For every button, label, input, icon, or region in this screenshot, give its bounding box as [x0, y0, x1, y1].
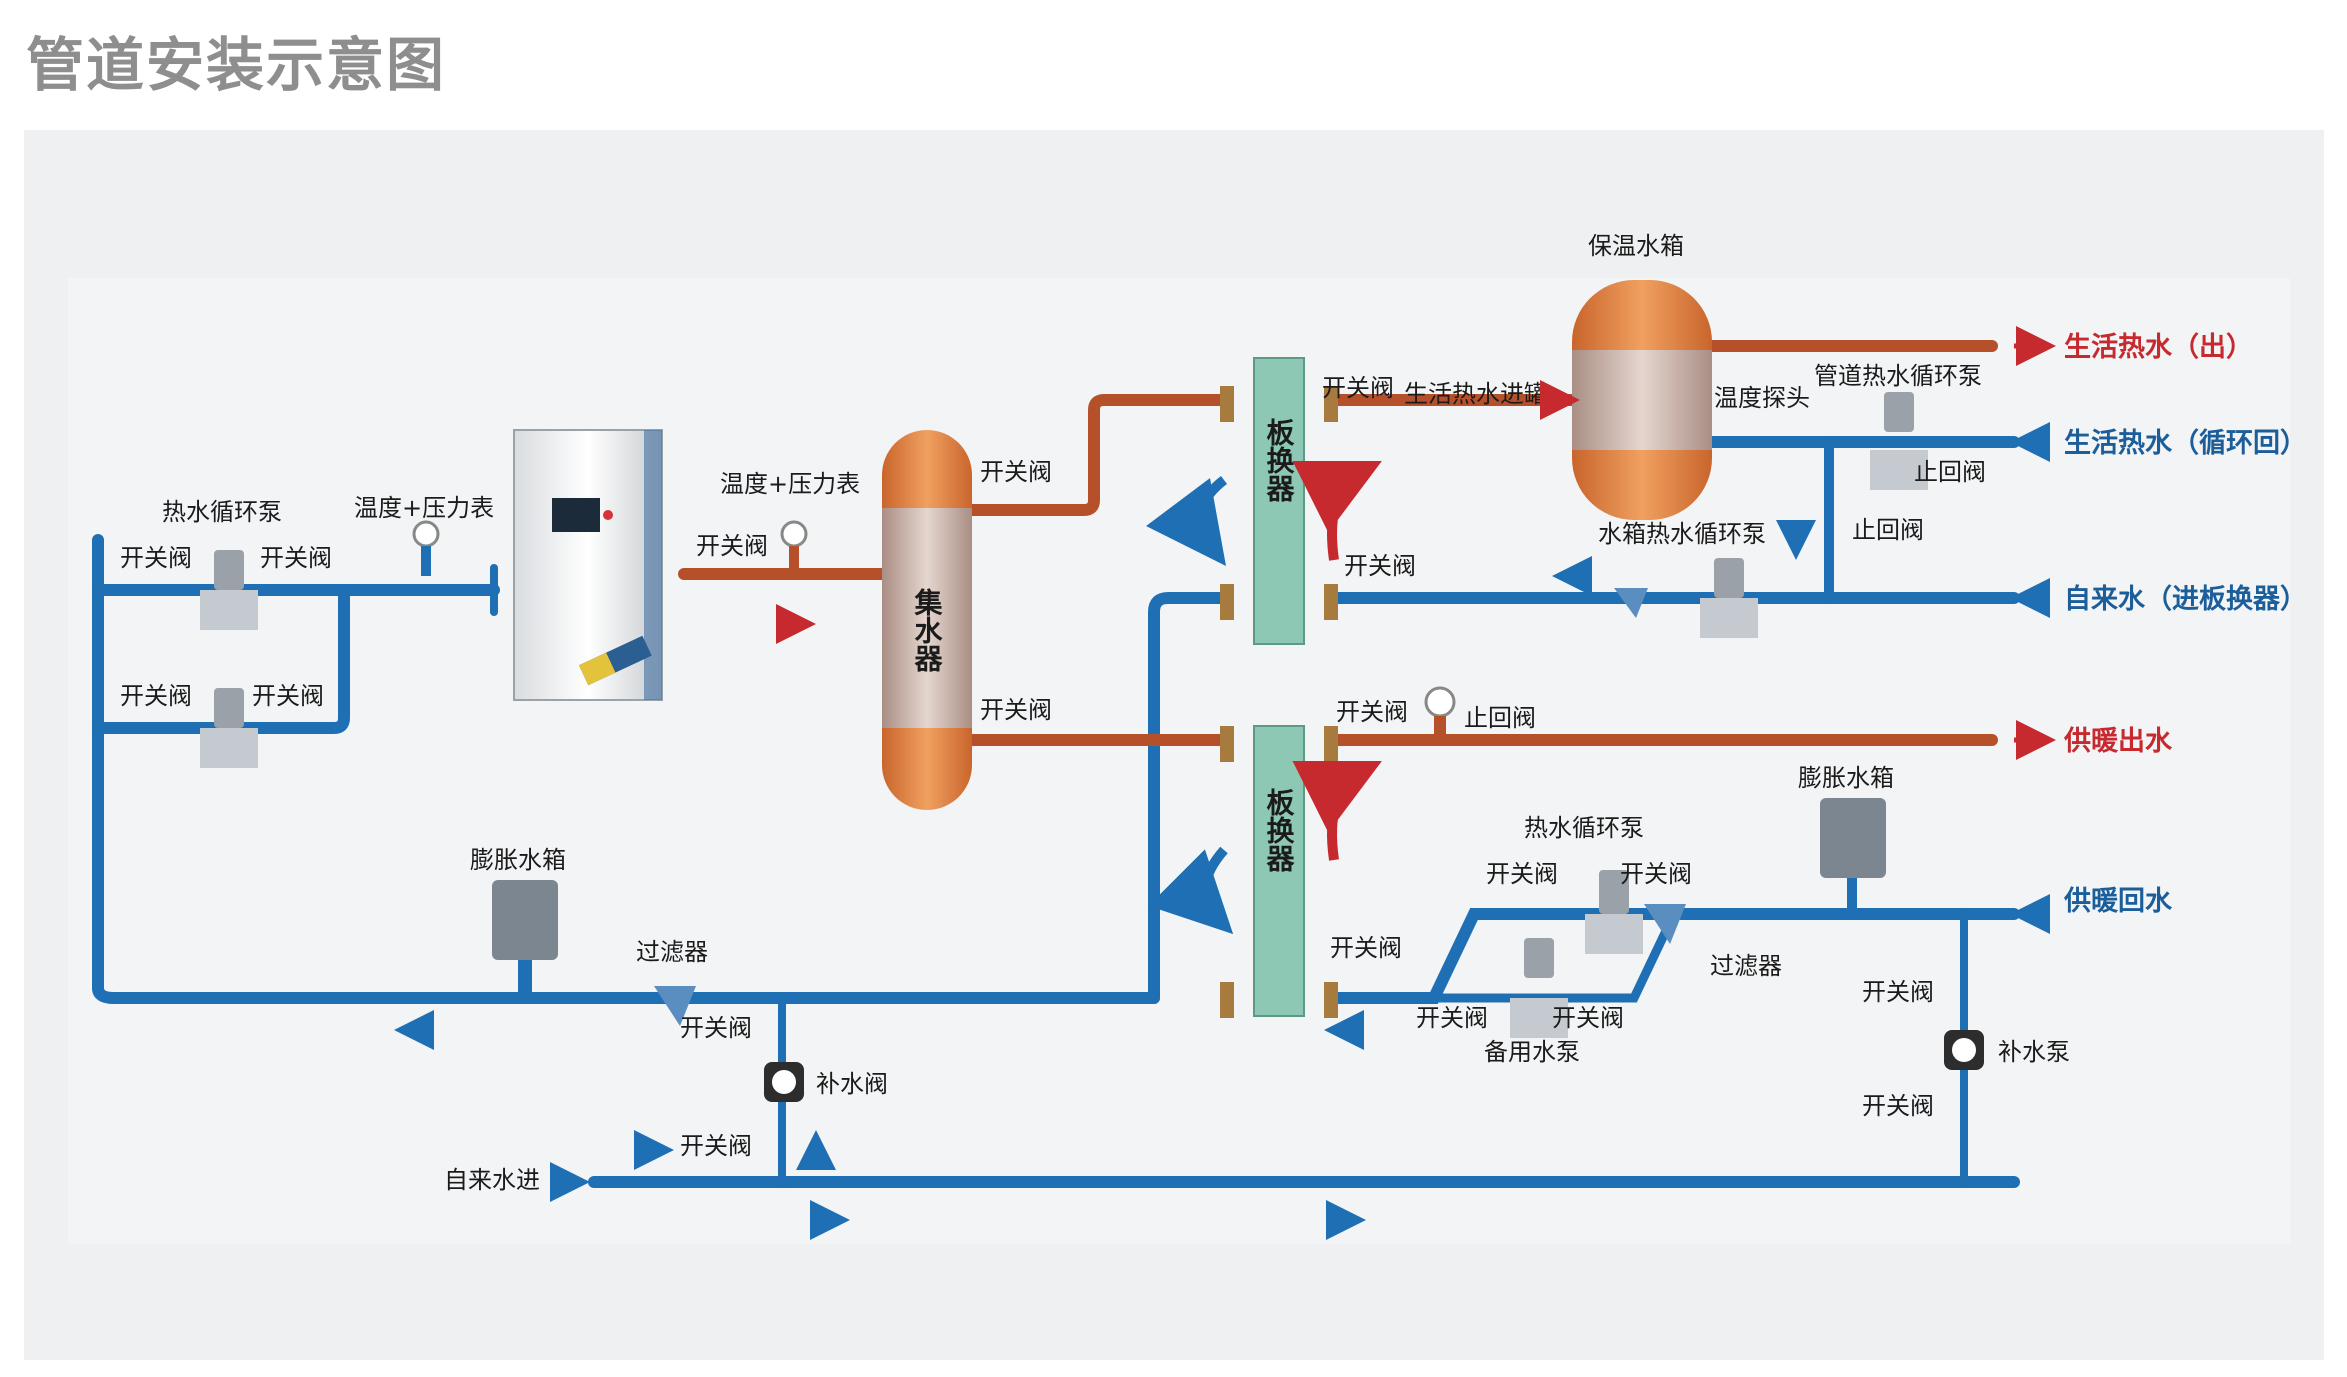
label-makeup-valve: 补水阀	[816, 1070, 888, 1098]
pump-hot-circ-2	[200, 688, 258, 768]
plate-hx-upper-label: 板换器	[1263, 418, 1296, 503]
outlet-heating-out: 供暖出水	[2063, 726, 2173, 757]
backup-pump-branch	[1429, 909, 1679, 1003]
cold-pipes	[92, 436, 2020, 1188]
riser-to-hx	[1148, 592, 1230, 1004]
label-switch-valve-b: 开关阀	[260, 544, 332, 572]
label-switch-valve-hx-top: 开关阀	[1322, 374, 1394, 402]
label-switch-valve-makeup-top: 开关阀	[1862, 978, 1934, 1006]
diagram-panel: 集水器 板换器 板换器	[24, 130, 2324, 1360]
label-switch-valve-tap: 开关阀	[680, 1132, 752, 1160]
diagram-inner-area	[68, 278, 2290, 1244]
label-hot-circ-pump-left: 热水循环泵	[162, 498, 282, 526]
boiler-control-screen	[552, 498, 600, 532]
page-title: 管道安装示意图	[26, 31, 447, 99]
label-switch-valve-pump-b: 开关阀	[1620, 860, 1692, 888]
pump-heating-circ	[1585, 870, 1643, 954]
boiler	[513, 429, 663, 701]
label-switch-valve-collector-top: 开关阀	[980, 458, 1052, 486]
pump-backup	[1510, 938, 1568, 1038]
collector-label: 集水器	[911, 588, 944, 673]
hot-pipes	[678, 340, 1998, 746]
label-switch-valve-c: 开关阀	[120, 682, 192, 710]
pump-pipe-circ	[1870, 392, 1928, 490]
label-temp-probe: 温度探头	[1714, 384, 1810, 412]
label-switch-valve-backup-a: 开关阀	[1416, 1004, 1488, 1032]
label-switch-valve-hx-tap: 开关阀	[1344, 552, 1416, 580]
heating-return-pipe	[1332, 908, 2020, 1004]
plate-hx-lower-label: 板换器	[1263, 788, 1296, 873]
label-tap-water-in: 自来水进	[444, 1166, 540, 1194]
label-switch-valve-hx-return: 开关阀	[1330, 934, 1402, 962]
label-check-valve-3: 止回阀	[1464, 704, 1536, 732]
pressure-gauge-heating	[1424, 686, 1456, 740]
pump-hot-circ-1	[200, 550, 258, 630]
label-switch-valve-hx-heat: 开关阀	[1336, 698, 1408, 726]
label-switch-valve-a: 开关阀	[120, 544, 192, 572]
label-backup-pump: 备用水泵	[1484, 1038, 1580, 1066]
label-switch-valve-collector-bottom: 开关阀	[980, 696, 1052, 724]
label-temp-pressure-boiler: 温度+压力表	[720, 470, 860, 498]
label-filter-right: 过滤器	[1710, 952, 1782, 980]
label-dhw-inlet: 生活热水进罐	[1404, 380, 1548, 408]
outlet-heating-return: 供暖回水	[2063, 886, 2173, 917]
expansion-tank-left	[492, 880, 558, 998]
piping-diagram: 集水器 板换器 板换器	[68, 232, 2307, 1244]
label-switch-valve-pump-a: 开关阀	[1486, 860, 1558, 888]
flow-arrow-red-lower	[1292, 761, 1382, 861]
label-tank-circ-pump: 水箱热水循环泵	[1598, 520, 1766, 548]
makeup-valve-device	[764, 1062, 804, 1102]
filter-tap	[1614, 588, 1648, 618]
label-pipe-circ-pump: 管道热水循环泵	[1814, 362, 1982, 390]
outlet-tap-to-hx: 自来水（进板换器）	[2064, 583, 2307, 615]
pump-tank-circ	[1700, 558, 1758, 638]
pressure-gauge-boiler	[780, 520, 808, 574]
filter-left	[654, 986, 696, 1026]
label-temp-pressure-left: 温度+压力表	[354, 494, 494, 522]
collector-tank	[882, 430, 972, 810]
pump-loop-bottom	[92, 584, 350, 734]
label-check-valve-1: 止回阀	[1914, 458, 1986, 486]
label-switch-valve-filter: 开关阀	[680, 1014, 752, 1042]
outlet-dhw-out: 生活热水（出）	[2064, 332, 2253, 363]
flow-arrow-blue-lower	[1148, 846, 1234, 935]
label-switch-valve-makeup-bottom: 开关阀	[1862, 1092, 1934, 1120]
label-makeup-pump: 补水泵	[1998, 1038, 2070, 1066]
label-switch-valve-boiler: 开关阀	[696, 532, 768, 560]
expansion-tank-right	[1820, 798, 1886, 878]
return-main-pipe	[92, 534, 1160, 1004]
label-switch-valve-backup-b: 开关阀	[1552, 1004, 1624, 1032]
makeup-pump-device	[1944, 1030, 1984, 1070]
insulated-tank	[1572, 280, 1712, 520]
collector-to-hx-top	[958, 394, 1230, 516]
label-hot-circ-pump-right: 热水循环泵	[1524, 814, 1644, 842]
label-switch-valve-d: 开关阀	[252, 682, 324, 710]
pressure-gauge-left	[412, 520, 440, 576]
filter-right	[1644, 904, 1686, 944]
label-expansion-tank-left: 膨胀水箱	[470, 846, 566, 874]
label-expansion-tank-right: 膨胀水箱	[1798, 764, 1894, 792]
outlet-dhw-return: 生活热水（循环回）	[2064, 428, 2307, 459]
label-insulated-tank: 保温水箱	[1588, 232, 1684, 260]
flow-arrow-red-upper	[1292, 461, 1382, 561]
label-check-valve-2: 止回阀	[1852, 516, 1924, 544]
label-filter-left: 过滤器	[636, 938, 708, 966]
flow-arrow-blue-upper	[1146, 476, 1228, 567]
